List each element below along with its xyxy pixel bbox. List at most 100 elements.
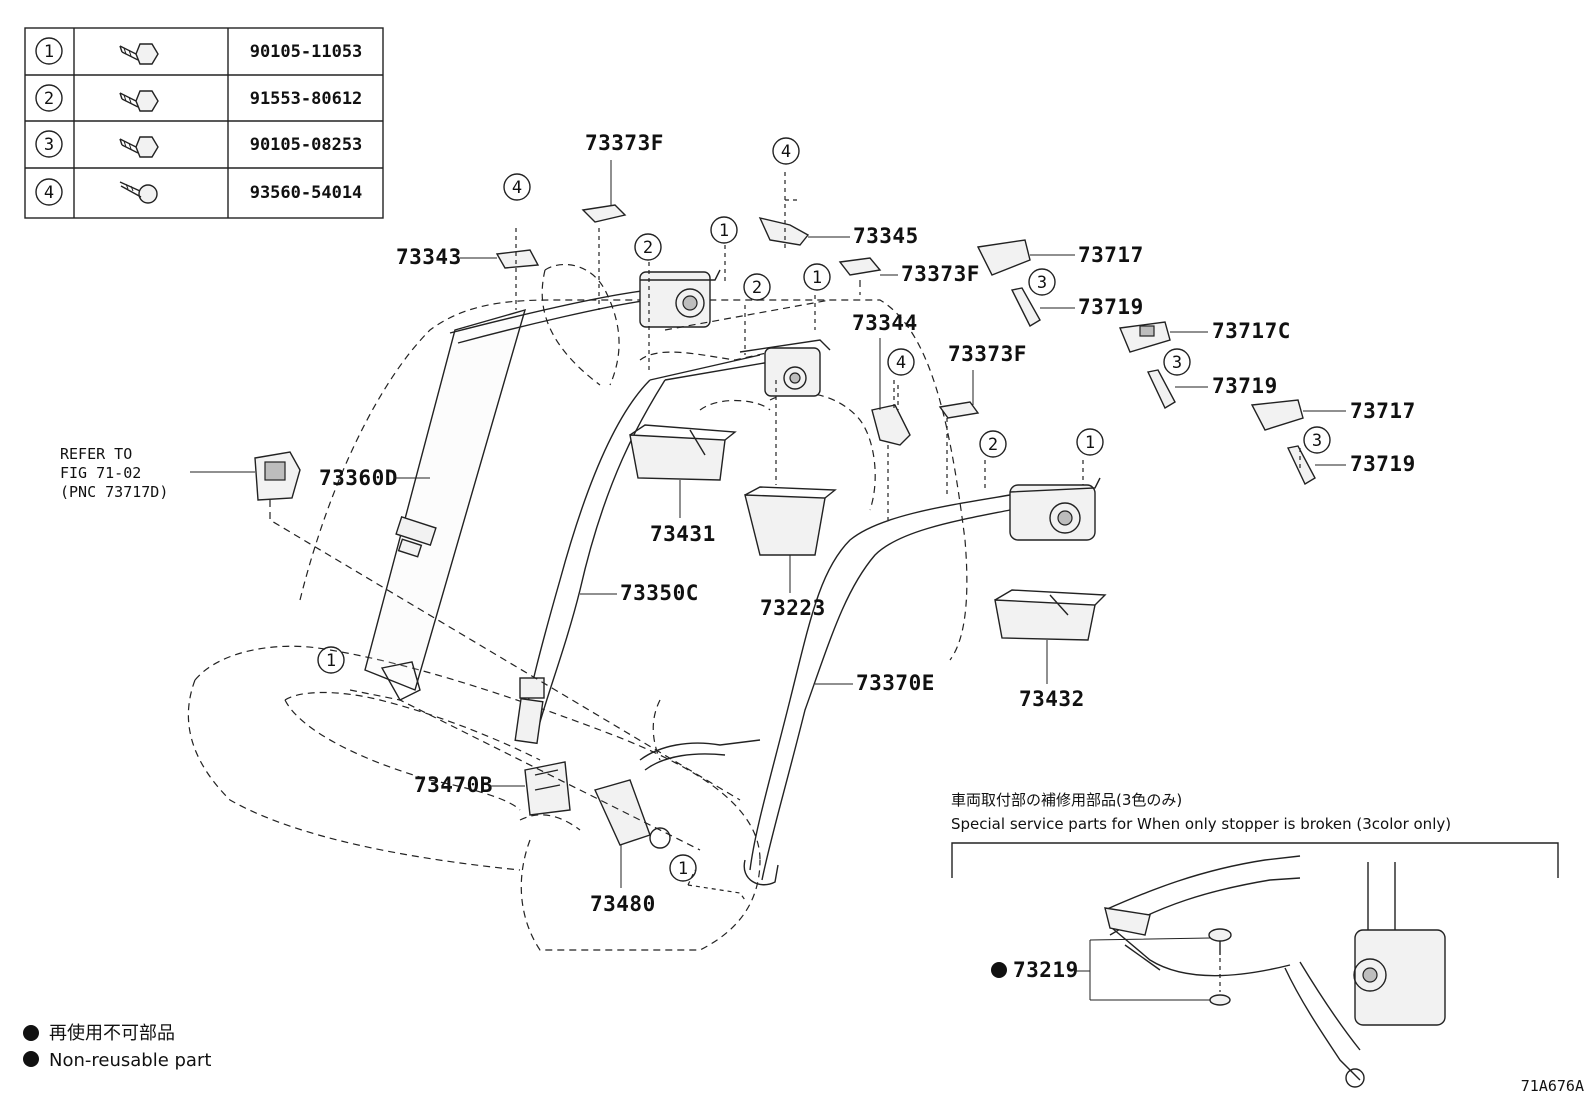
svg-text:4: 4 (896, 353, 906, 373)
svg-text:1: 1 (719, 221, 729, 241)
cover-73717C (1119, 321, 1171, 353)
buckle-73470B (524, 761, 571, 816)
label-73360D[interactable]: 73360D (319, 466, 398, 490)
label-73370E[interactable]: 73370E (856, 671, 935, 695)
svg-text:1: 1 (812, 268, 822, 288)
svg-text:2: 2 (643, 238, 653, 258)
label-73343[interactable]: 73343 (396, 245, 462, 269)
cover-73717-2 (1250, 399, 1304, 431)
bolt-table-frame (24, 27, 384, 219)
callout-circles: 4 2 1 4 2 1 4 3 3 3 2 1 1 1 (317, 137, 1331, 882)
label-73219: 73219 (1013, 958, 1079, 982)
label-73717[interactable]: 73717 (1350, 399, 1416, 423)
label-73719[interactable]: 73719 (1350, 452, 1416, 476)
svg-text:1: 1 (326, 651, 336, 671)
label-73432[interactable]: 73432 (1019, 687, 1085, 711)
callout-3[interactable]: 3 (1028, 268, 1056, 296)
callout-1[interactable]: 1 (710, 216, 738, 244)
part-labels: 73373F 73343 73345 73373F 73717 73719 73… (319, 131, 1416, 916)
cover-73719-3 (1286, 445, 1316, 485)
svg-text:2: 2 (988, 435, 998, 455)
special-title-en: Special service parts for When only stop… (951, 815, 1451, 833)
buckle-73480 (594, 739, 761, 849)
callout-4[interactable]: 4 (503, 173, 531, 201)
svg-text:3: 3 (1172, 353, 1182, 373)
flange-bolt-icon (119, 136, 159, 158)
stopper-illustration (1104, 855, 1446, 1088)
cover-73431 (629, 424, 737, 481)
label-73717C[interactable]: 73717C (1212, 319, 1291, 343)
bolt-row-2[interactable]: 2 91553-80612 (35, 84, 362, 112)
refer-note: REFER TO FIG 71-02 (PNC 73717D) (60, 445, 255, 501)
bolt-part-number: 90105-08253 (250, 135, 363, 155)
label-73219-group[interactable]: 73219 (991, 937, 1211, 1001)
callout-2[interactable]: 2 (743, 273, 771, 301)
flange-bolt-icon (119, 43, 159, 65)
callout-1[interactable]: 1 (803, 263, 831, 291)
svg-text:1: 1 (678, 859, 688, 879)
bolt-callout: 1 (44, 42, 54, 62)
label-73373F[interactable]: 73373F (585, 131, 664, 155)
flange-bolt-icon (119, 90, 159, 112)
bolt-callout: 3 (44, 135, 54, 155)
cover-73717-1 (976, 239, 1031, 276)
callout-1[interactable]: 1 (669, 854, 697, 882)
bolt-table: 1 90105-11053 2 91553-80612 (24, 27, 384, 219)
refer-note-line-3: (PNC 73717D) (60, 483, 168, 501)
svg-text:3: 3 (1312, 431, 1322, 451)
cover-73432 (994, 589, 1107, 641)
label-73223[interactable]: 73223 (760, 596, 826, 620)
svg-text:3: 3 (1037, 273, 1047, 293)
label-73431[interactable]: 73431 (650, 522, 716, 546)
bolt-part-number: 93560-54014 (250, 183, 363, 203)
cover-73343 (495, 249, 540, 269)
bolt-row-4[interactable]: 4 93560-54014 (35, 178, 363, 206)
cover-73373F-mid (838, 257, 882, 276)
non-reusable-bullet-icon (23, 1051, 39, 1067)
special-parts-inset: 車両取付部の補修用部品(3色のみ) Special service parts … (951, 791, 1559, 1088)
callout-4[interactable]: 4 (887, 348, 915, 376)
belt-73350C (514, 354, 771, 745)
label-73373F[interactable]: 73373F (948, 342, 1027, 366)
cover-73345 (758, 216, 810, 246)
callout-3[interactable]: 3 (1163, 348, 1191, 376)
svg-text:4: 4 (781, 142, 791, 162)
cover-73223 (744, 486, 837, 556)
label-73373F[interactable]: 73373F (901, 262, 980, 286)
switch-73717D (254, 451, 301, 501)
callout-2[interactable]: 2 (634, 233, 662, 261)
cover-73344 (871, 404, 911, 446)
label-73350C[interactable]: 73350C (620, 581, 699, 605)
label-73719[interactable]: 73719 (1212, 374, 1278, 398)
callout-4[interactable]: 4 (772, 137, 800, 165)
callout-1[interactable]: 1 (1076, 428, 1104, 456)
bolt-callout: 2 (44, 89, 54, 109)
refer-note-line-2: FIG 71-02 (60, 464, 141, 482)
legend-jp: 再使用不可部品 (49, 1023, 175, 1044)
label-73480[interactable]: 73480 (590, 892, 656, 916)
special-title-jp: 車両取付部の補修用部品(3色のみ) (951, 791, 1182, 809)
label-73719[interactable]: 73719 (1078, 295, 1144, 319)
seat-outline (187, 263, 968, 951)
svg-text:2: 2 (752, 278, 762, 298)
bolt-row-1[interactable]: 1 90105-11053 (35, 37, 362, 65)
cover-73373F-low (938, 401, 980, 419)
label-73345[interactable]: 73345 (853, 224, 919, 248)
retractor-center (739, 339, 831, 397)
retractor-left (639, 269, 721, 328)
label-73717[interactable]: 73717 (1078, 243, 1144, 267)
label-73470B[interactable]: 73470B (414, 773, 493, 797)
bolt-row-3[interactable]: 3 90105-08253 (35, 130, 363, 158)
callout-2[interactable]: 2 (979, 430, 1007, 458)
cover-73719-1 (1010, 287, 1041, 327)
callout-3[interactable]: 3 (1303, 426, 1331, 454)
mounting-lines (269, 172, 1301, 901)
figure-id: 71A676A (1521, 1077, 1584, 1095)
callout-1[interactable]: 1 (317, 646, 345, 674)
tapping-screw-icon (119, 181, 158, 204)
svg-text:4: 4 (512, 178, 522, 198)
non-reusable-bullet-icon (23, 1025, 39, 1041)
label-73344[interactable]: 73344 (852, 311, 918, 335)
